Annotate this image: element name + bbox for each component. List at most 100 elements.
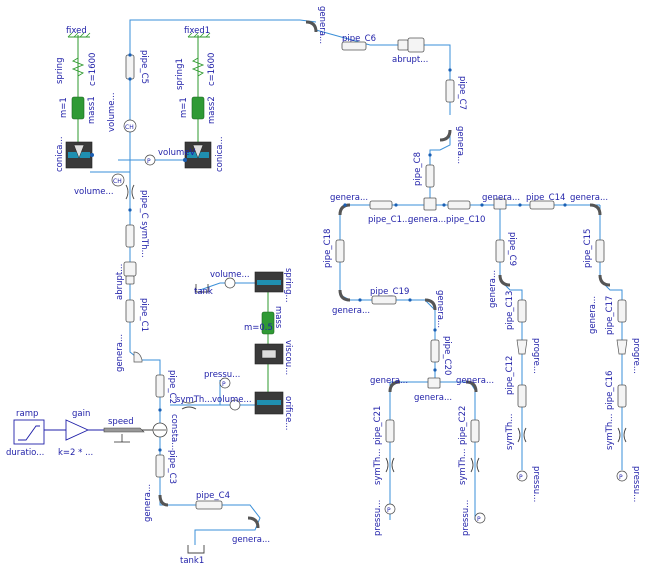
ramp-block[interactable]: ramp duratio... <box>6 409 45 458</box>
volume-left-sensor[interactable]: CH volume... <box>74 173 125 197</box>
mass-mid-component[interactable]: mass m=0.5 <box>244 306 283 335</box>
pipe-c20-component[interactable]: pipe_C20 <box>430 336 452 375</box>
conical1-component[interactable]: conica... <box>55 136 94 172</box>
pipe-c15-branch[interactable]: pipe_C15 genera... pipe_C17 progre... pi… <box>583 229 641 503</box>
pressure-mid-sensor[interactable]: P pressu... <box>204 370 240 389</box>
pipe-c12-label: pipe_C12 <box>505 356 515 395</box>
progre2-label: progre... <box>631 338 641 374</box>
consta-label: consta... <box>169 414 179 450</box>
pipe-c3-label: pipe_C3 <box>167 450 177 484</box>
pipe-c19-component[interactable]: pipe_C19 <box>370 287 409 305</box>
genera-c9-label: genera... <box>488 270 498 308</box>
volume-top-sensor[interactable]: CH volume... <box>107 92 137 133</box>
genera-c7-component[interactable]: genera... <box>439 126 465 164</box>
pipe-c6-component[interactable]: pipe_C6 <box>341 34 376 51</box>
pipe-c5-label: pipe_C5 <box>139 50 149 84</box>
pipe-c9-branch[interactable]: pipe_C9 genera... pipe_C13 progre... pip… <box>488 232 541 502</box>
volume-top-label: volume... <box>107 92 117 132</box>
symTh1-component[interactable]: pipe_C symTh... <box>125 184 149 258</box>
genera-b1-label: genera... <box>370 376 408 386</box>
spring-mid-component[interactable]: spring... <box>254 268 293 303</box>
mass2-component[interactable]: m=1 mass2 <box>179 96 217 124</box>
pipe-c4-label: pipe_C4 <box>196 491 230 501</box>
gain-label: gain <box>72 409 90 419</box>
genera3-label: genera... <box>232 535 270 545</box>
genera-rr-component[interactable]: genera... <box>570 193 608 216</box>
speed-icon <box>103 427 145 433</box>
abrupt-top-component[interactable]: abrupt... <box>392 37 428 65</box>
mass1-component[interactable]: m=1 mass1 <box>59 96 97 124</box>
conical1-label: conica... <box>55 136 65 172</box>
gain-block[interactable]: gain k=2 * ... <box>58 409 93 458</box>
genera1-component[interactable]: genera... <box>115 334 143 372</box>
genera-top-label: genera... <box>317 6 327 44</box>
pipe-c7-label: pipe_C7 <box>457 76 467 110</box>
speed-label: speed <box>108 417 134 427</box>
conical2-component[interactable]: conica... <box>183 136 225 172</box>
pipe-c18-component[interactable]: pipe_C18 <box>323 229 345 268</box>
genera2-component[interactable]: genera... <box>143 484 169 522</box>
spring-c-label: c=1600 <box>88 53 98 86</box>
pipe-c7-component[interactable]: pipe_C7 <box>445 76 467 110</box>
tank1-component[interactable]: tank1 <box>180 545 205 566</box>
pipe-c21-branch[interactable]: pipe_C21 symTh... P pressu... <box>373 406 396 536</box>
genera-l-component[interactable]: genera... <box>330 193 368 216</box>
genera2-label: genera... <box>143 484 153 522</box>
pipe-c2-component[interactable]: pipe_C2 <box>155 370 177 404</box>
volume-mid-sensor[interactable]: volume... <box>210 270 250 289</box>
pipe-c18-label: pipe_C18 <box>323 229 333 268</box>
spring-label: spring <box>55 58 65 84</box>
ramp-duration-label: duratio... <box>6 448 44 458</box>
pipe-c10-component[interactable]: pipe_C10 <box>446 200 485 225</box>
pipe-c8-component[interactable]: pipe_C8 <box>413 152 435 188</box>
pipe-c21-label: pipe_C21 <box>373 406 383 445</box>
genera-top-component[interactable]: genera... <box>305 6 327 44</box>
genera-b-components[interactable]: genera... genera... genera... <box>370 376 494 403</box>
pipe-c14-component[interactable]: pipe_C14 <box>526 193 565 210</box>
volume-mid2-sensor[interactable]: volume... <box>212 395 252 411</box>
pipe-c1x-component[interactable]: pipe_C1... <box>368 200 410 225</box>
tank1-label: tank1 <box>180 556 204 566</box>
fixed-component[interactable]: fixed <box>66 26 91 38</box>
pipe-c5-component[interactable]: pipe_C5 <box>125 50 149 84</box>
pipe-c1-component[interactable]: pipe_C1 <box>125 298 149 332</box>
gain-k-label: k=2 * ... <box>58 448 93 458</box>
pipe-c20-label: pipe_C20 <box>442 336 452 375</box>
pressure16-icon: P <box>619 474 623 481</box>
pipe-c4-component[interactable]: pipe_C4 <box>195 491 230 510</box>
genera-b3-label: genera... <box>456 376 494 386</box>
genera-c19-component[interactable]: genera... <box>424 290 445 328</box>
spring1-component[interactable]: spring1 c=1600 <box>175 53 217 90</box>
genera-rr-label: genera... <box>570 193 608 203</box>
spring-component[interactable]: spring c=1600 <box>55 53 98 86</box>
pipe-c6-label: pipe_C6 <box>342 34 376 44</box>
orifice-component[interactable]: orifice... <box>254 391 293 430</box>
viscous-component[interactable]: viscou... <box>254 340 293 375</box>
fixed1-component[interactable]: fixed1 <box>184 26 211 38</box>
genera-c18-component[interactable]: genera... <box>332 289 370 316</box>
viscous-label: viscou... <box>283 340 293 375</box>
ramp-label: ramp <box>16 409 38 419</box>
pipe-c3-component[interactable]: pipe_C3 <box>155 450 177 484</box>
symTh-mid-label: symTh... <box>176 395 212 405</box>
pipe-c22-branch[interactable]: pipe_C22 symTh... P pressu... <box>458 406 486 536</box>
genera3-component[interactable]: genera... <box>232 516 270 545</box>
symTh1-label: pipe_C symTh... <box>139 190 149 258</box>
pipe-c13-label: pipe_C13 <box>505 291 515 330</box>
genera-b2-label: genera... <box>414 393 452 403</box>
abrupt-left-component[interactable]: abrupt... <box>115 261 137 300</box>
volume-mid-label: volume... <box>210 270 250 280</box>
genera-m-label: genera... <box>408 215 446 225</box>
genera-r-component[interactable]: genera... <box>482 193 520 210</box>
mass-mid-m-label: m=0.5 <box>244 323 273 333</box>
consta-source[interactable]: consta... <box>152 414 179 450</box>
genera-m-component[interactable]: genera... <box>408 197 446 225</box>
speed-block[interactable]: speed <box>103 417 145 443</box>
symTh-mid-component[interactable]: symTh... <box>176 395 212 410</box>
abrupt-left-label: abrupt... <box>115 264 125 300</box>
mass1-label: mass1 <box>87 96 97 124</box>
spring1-c-label: c=1600 <box>207 53 217 86</box>
volumeV-sensor[interactable]: P volumeV <box>144 148 195 166</box>
tank-component[interactable]: tank <box>194 284 213 297</box>
